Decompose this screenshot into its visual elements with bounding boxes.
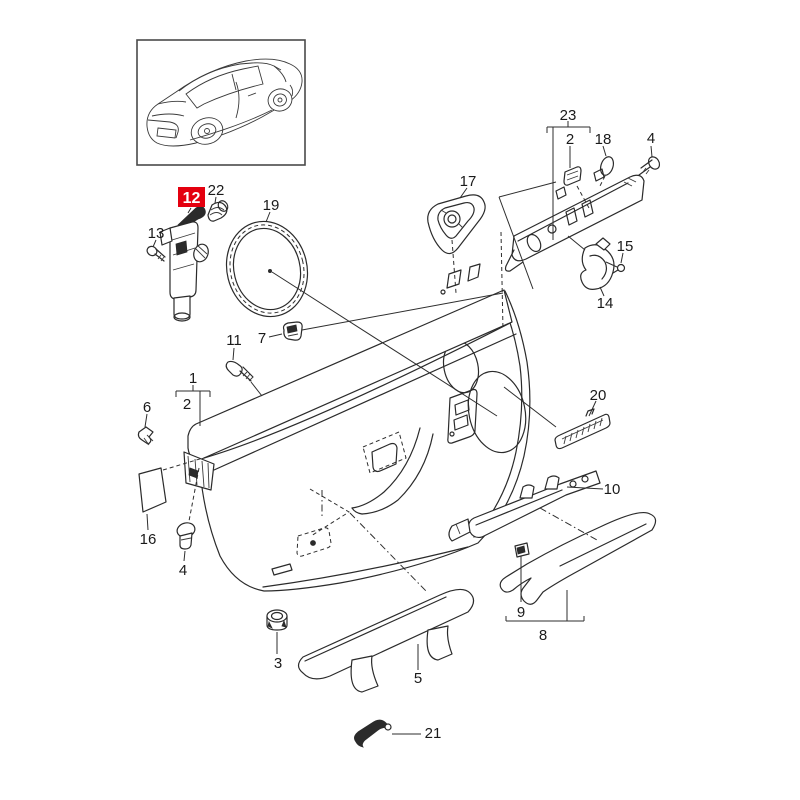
part-lock-mechanism-12: [159, 206, 209, 322]
car-sketch: [146, 58, 303, 147]
part-armrest-5: [297, 588, 475, 693]
callout-22[interactable]: 22: [208, 182, 225, 199]
callout-8[interactable]: 8: [539, 627, 547, 644]
callout-21[interactable]: 21: [425, 725, 442, 742]
callout-14[interactable]: 14: [597, 295, 614, 312]
part-clip-2-top: [563, 166, 582, 186]
callout-12-highlight[interactable]: 12: [178, 187, 205, 207]
part-bolt-11: [225, 360, 254, 382]
callout-1[interactable]: 1: [189, 370, 197, 387]
callout-23[interactable]: 23: [560, 107, 577, 124]
part-bracket-14: [580, 237, 615, 290]
part-tweeter-housing-17: [427, 194, 486, 255]
callout-15[interactable]: 15: [617, 238, 634, 255]
part-handle-bracket-10: [448, 470, 601, 542]
part-decor-strip-23: [504, 168, 645, 272]
callout-20[interactable]: 20: [590, 387, 607, 404]
callout-3[interactable]: 3: [274, 655, 282, 672]
part-foam-pad-16: [138, 467, 167, 513]
callout-10[interactable]: 10: [604, 481, 621, 498]
callout-6[interactable]: 6: [143, 399, 151, 416]
callout-2-top[interactable]: 2: [566, 131, 574, 148]
callout-18[interactable]: 18: [595, 131, 612, 148]
part-screw-15: [612, 263, 626, 274]
callout-4-top[interactable]: 4: [647, 130, 655, 147]
part-badge-20: [554, 408, 611, 450]
callout-7[interactable]: 7: [258, 330, 266, 347]
callout-labels: 1 2 2 3 4 4 5 6 7 8 9 10 11 13 14 15 16 …: [140, 107, 656, 742]
callout-17[interactable]: 17: [460, 173, 477, 190]
part-grommet-3: [266, 609, 288, 631]
callout-11[interactable]: 11: [226, 332, 242, 349]
callout-19[interactable]: 19: [263, 197, 280, 214]
part-plug-4-left: [176, 522, 196, 550]
callout-4-left[interactable]: 4: [179, 562, 187, 579]
callout-12-highlight-box[interactable]: [178, 187, 205, 207]
part-screw-22: [207, 200, 229, 222]
leader-lines: [144, 121, 653, 735]
callout-5[interactable]: 5: [414, 670, 422, 687]
car-thumbnail-box: [136, 39, 306, 166]
callout-2-left[interactable]: 2: [183, 396, 191, 413]
part-screw-4-top: [638, 156, 661, 176]
part-gasket-18: [599, 156, 615, 176]
part-trim-8: [499, 511, 657, 605]
part-clip-9: [514, 542, 530, 558]
callout-16[interactable]: 16: [140, 531, 157, 548]
part-clip-7: [282, 321, 303, 341]
callout-13[interactable]: 13: [148, 225, 165, 242]
part-pull-handle-21: [354, 719, 392, 748]
part-clip-6: [137, 426, 154, 446]
callout-12[interactable]: 12: [183, 190, 201, 207]
part-screw-13: [146, 245, 166, 262]
part-speaker-ring-19: [225, 220, 309, 318]
callout-9[interactable]: 9: [517, 604, 525, 621]
part-door-trim-panel: [198, 263, 531, 592]
